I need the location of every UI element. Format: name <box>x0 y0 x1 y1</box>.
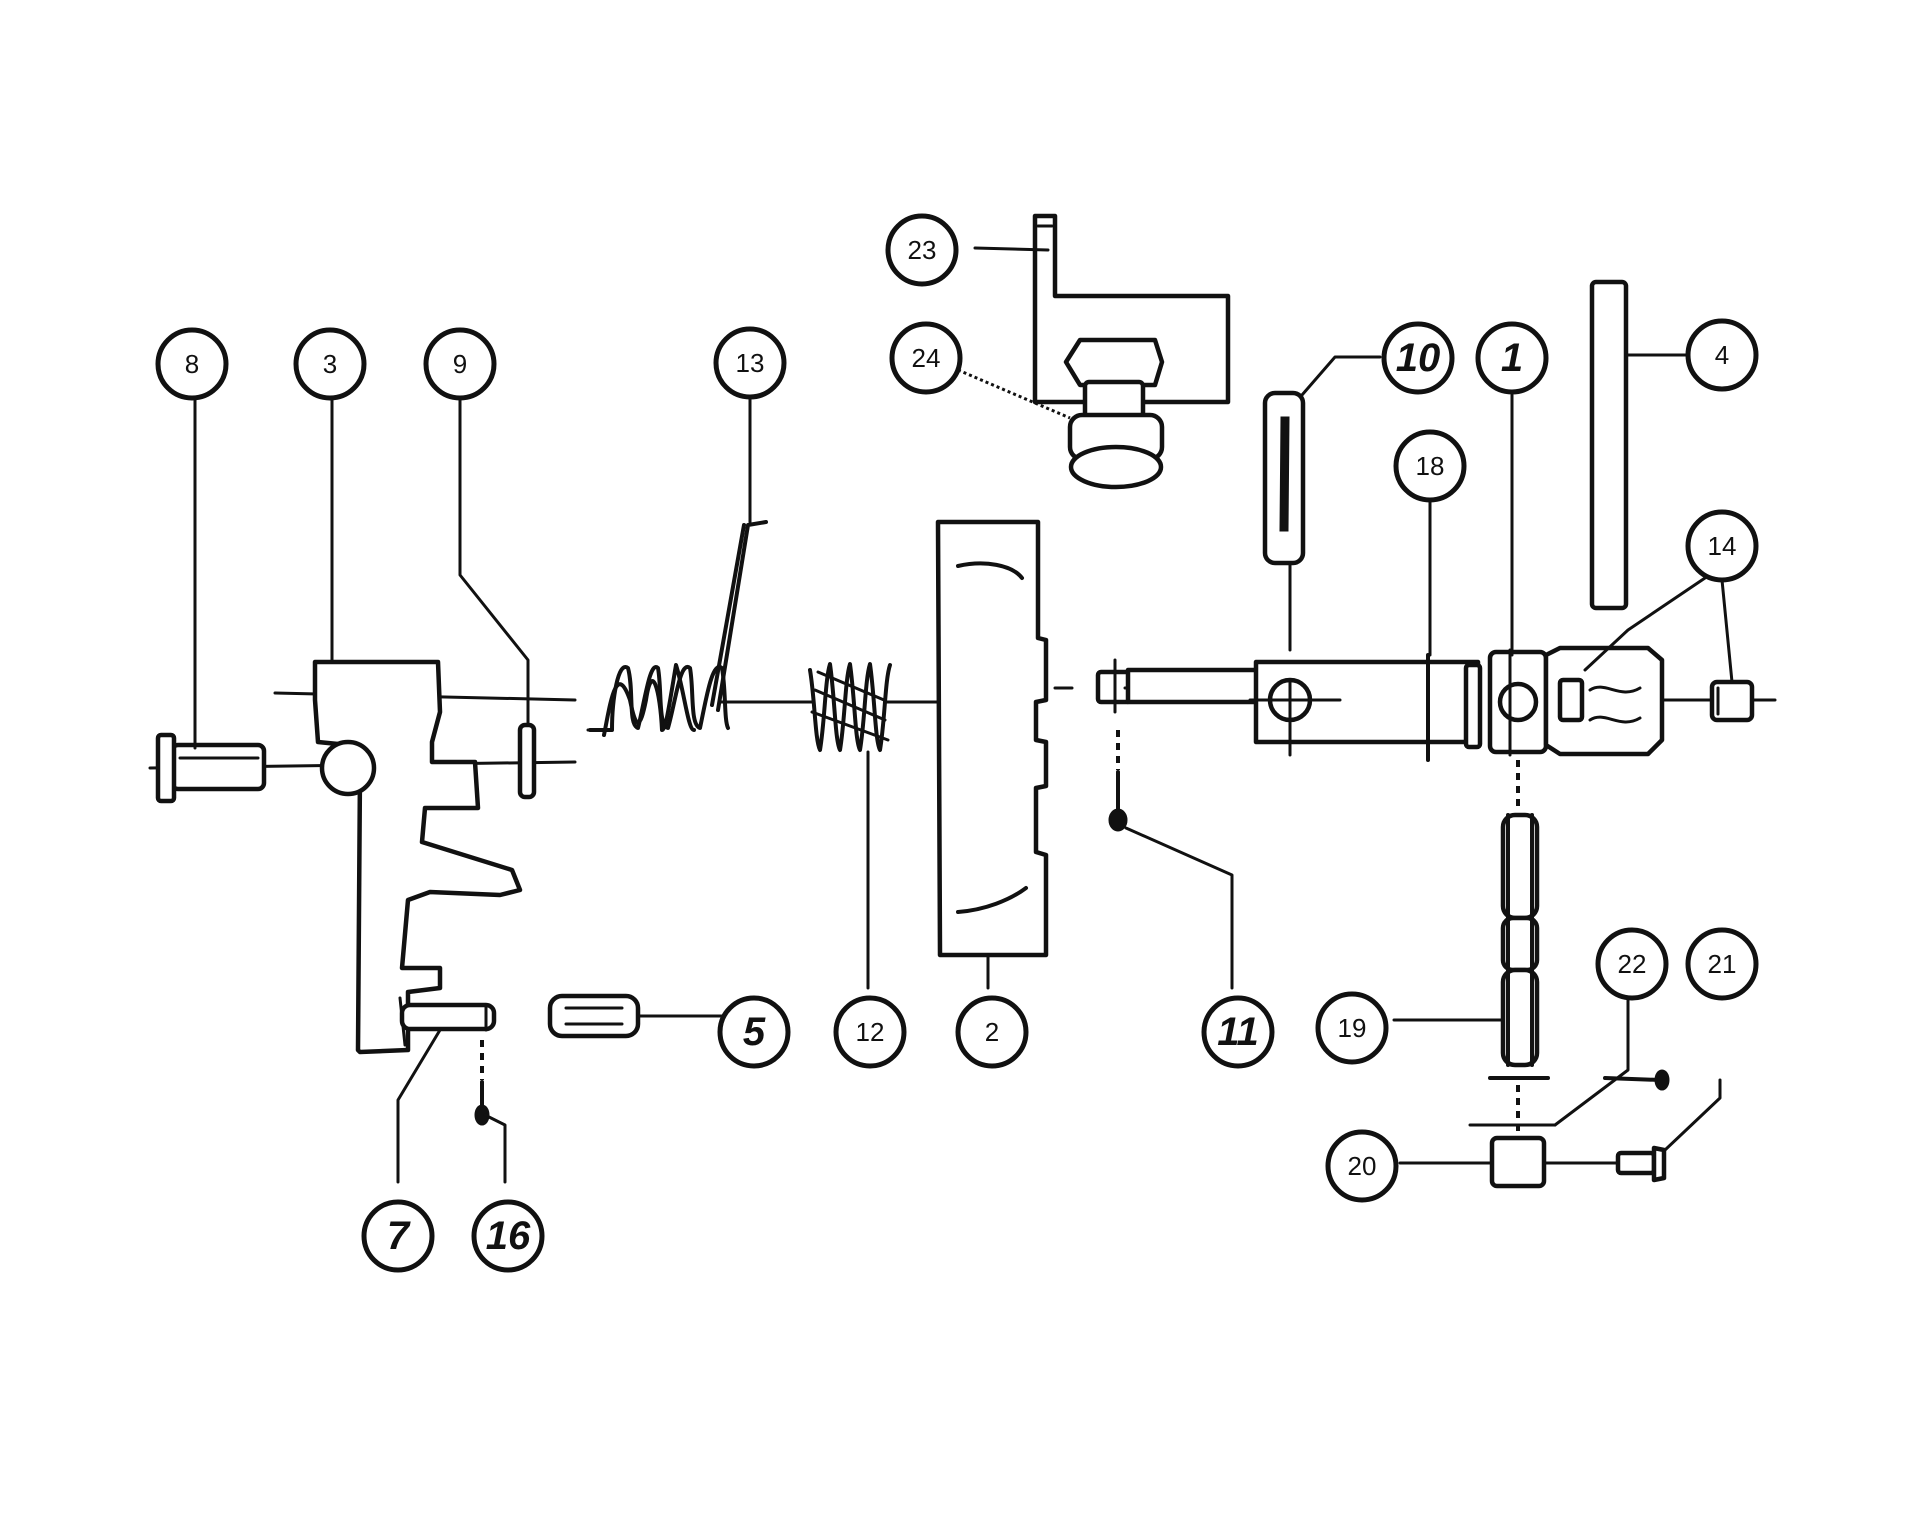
callout-10: 10 <box>1381 321 1455 395</box>
part-2-plate <box>935 519 1049 958</box>
callout-23-label: 23 <box>908 235 937 265</box>
part-19-chain <box>1488 760 1550 1080</box>
callout-23: 23 <box>885 213 959 287</box>
callout-12-label: 11 <box>1217 1010 1259 1054</box>
part-9-pin <box>517 722 537 800</box>
part-22-screw <box>1603 1069 1670 1091</box>
callout-11-label: 16 <box>486 1214 531 1258</box>
part-4-rod <box>1589 279 1629 611</box>
callout-9: 9 <box>423 327 497 401</box>
callout-3: 3 <box>293 327 367 401</box>
part-8-bushing <box>155 732 267 804</box>
callout-24-label: 24 <box>912 343 941 373</box>
callout-19: 19 <box>1315 991 1389 1065</box>
callout-20: 20 <box>1325 1129 1399 1203</box>
callout-2: 2 <box>955 995 1029 1069</box>
callout-5: 5 <box>717 995 791 1069</box>
callout-14: 12 <box>833 995 907 1069</box>
part-14-compression-spring <box>808 662 892 752</box>
callout-3-label: 3 <box>323 349 337 379</box>
callout-2-label: 2 <box>985 1017 999 1047</box>
part-10-key <box>1262 390 1306 757</box>
callout-10-label: 10 <box>1396 336 1441 380</box>
callout-18-label: 18 <box>1416 451 1445 481</box>
callout-20-label: 20 <box>1348 1151 1377 1181</box>
callout-13-label: 13 <box>736 348 765 378</box>
part-13-torsion-spring <box>588 520 768 737</box>
part-20-block <box>1468 1085 1557 1189</box>
callout-12: 11 <box>1201 995 1275 1069</box>
callout-1-label: 1 <box>1501 336 1523 380</box>
callout-4-label: 4 <box>1715 340 1729 370</box>
callout-21: 21 <box>1685 927 1759 1001</box>
callout-21-label: 21 <box>1708 949 1737 979</box>
leader-lines <box>193 246 1734 1184</box>
part-1-hub <box>1487 648 1549 757</box>
callout-5-label: 5 <box>743 1010 766 1054</box>
coupling <box>1543 645 1665 757</box>
part-11-screw <box>474 1040 490 1126</box>
callout-8-label: 8 <box>185 349 199 379</box>
callout-1: 1 <box>1475 321 1549 395</box>
callout-14-label: 12 <box>856 1017 885 1047</box>
part-18-shaft <box>1095 653 1483 762</box>
callout-16: 14 <box>1685 509 1759 583</box>
callout-8: 8 <box>155 327 229 401</box>
callout-7: 7 <box>361 1199 435 1273</box>
part-24-knob <box>1063 337 1165 490</box>
callout-11: 16 <box>471 1199 545 1273</box>
callout-4: 4 <box>1685 318 1759 392</box>
callout-9-label: 9 <box>453 349 467 379</box>
callout-22-label: 22 <box>1618 949 1647 979</box>
callout-7-label: 7 <box>387 1214 411 1258</box>
callout-16-label: 14 <box>1708 531 1737 561</box>
callout-24: 24 <box>889 321 963 395</box>
part-16-sleeve <box>1709 679 1755 723</box>
callout-22: 22 <box>1595 927 1669 1001</box>
part-5-bushing <box>547 993 641 1039</box>
part-21-set-screw <box>1542 1145 1667 1183</box>
part-7-pin <box>399 1002 497 1032</box>
part-12-screw <box>1108 730 1128 832</box>
callout-18: 18 <box>1393 429 1467 503</box>
part-3-housing <box>312 659 523 1055</box>
callout-19-label: 19 <box>1338 1013 1367 1043</box>
callout-13: 13 <box>713 326 787 400</box>
